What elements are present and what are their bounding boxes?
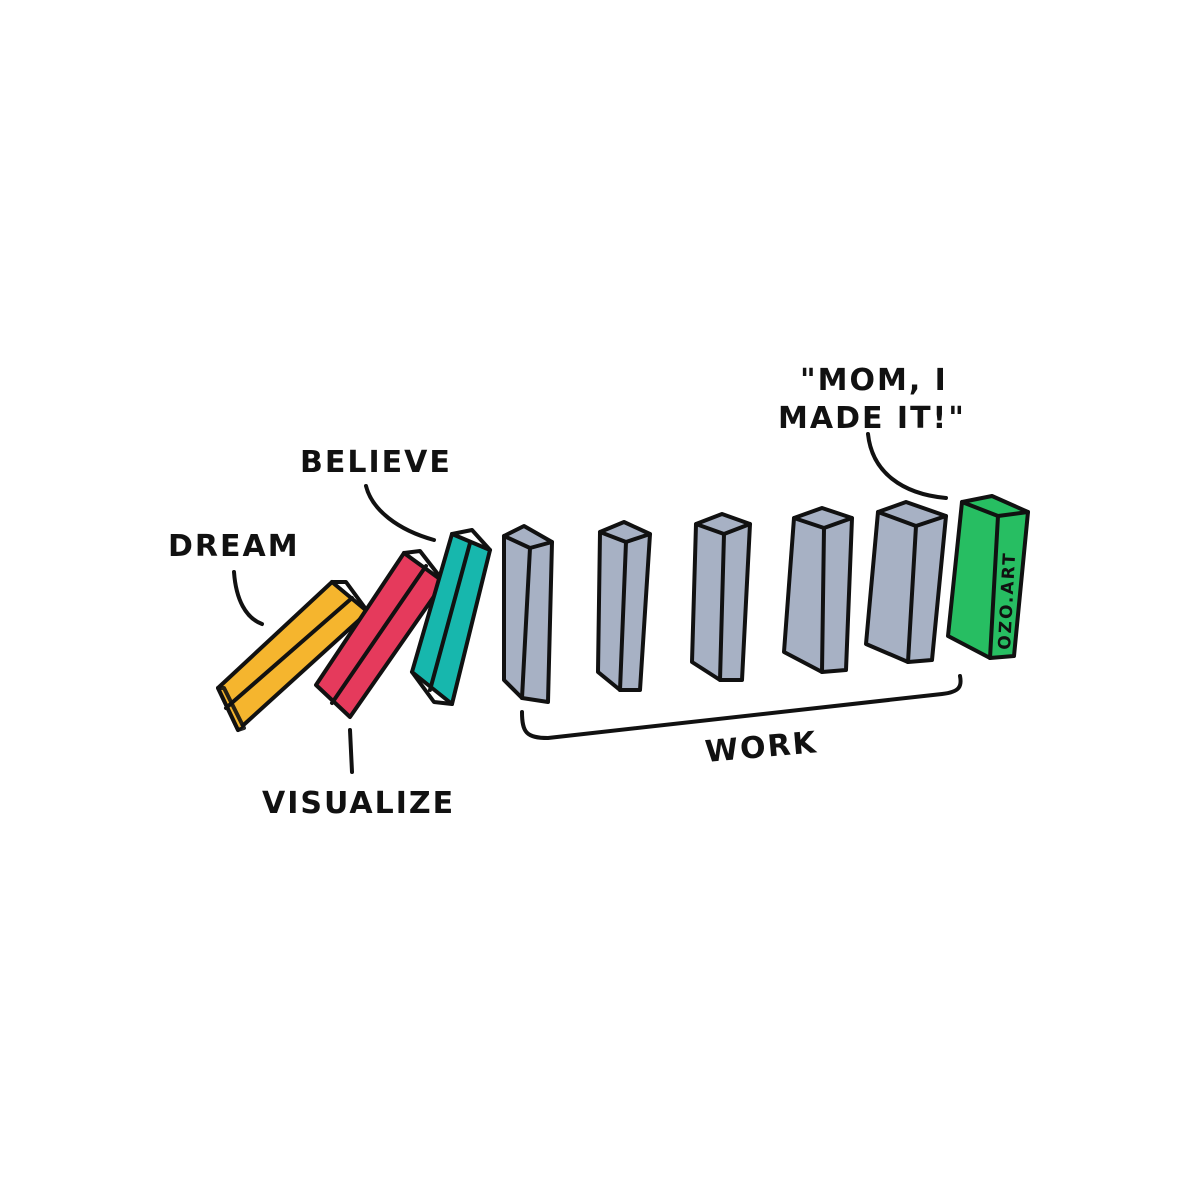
domino-work-5 <box>864 500 948 664</box>
label-work: WORK <box>704 725 820 770</box>
label-believe: BELIEVE <box>300 445 452 480</box>
domino-believe <box>410 528 492 706</box>
domino-visualize <box>314 549 446 719</box>
label-quote-line1: "MOM, I <box>800 363 948 398</box>
visualize-leader-line <box>348 728 354 774</box>
domino-work-4 <box>782 506 854 674</box>
label-quote-line2: MADE IT!" <box>778 401 966 436</box>
domino-made-it: OZO.ART <box>946 494 1030 660</box>
quote-leader-line <box>866 432 948 500</box>
label-dream: DREAM <box>168 529 300 564</box>
label-visualize: VISUALIZE <box>262 786 455 821</box>
domino-work-2 <box>596 520 652 692</box>
dream-leader-line <box>232 570 264 626</box>
work-bracket <box>520 674 963 740</box>
domino-work-1 <box>502 524 554 704</box>
domino-dream <box>216 580 370 732</box>
believe-leader-line <box>364 484 436 542</box>
domino-work-3 <box>690 512 752 682</box>
